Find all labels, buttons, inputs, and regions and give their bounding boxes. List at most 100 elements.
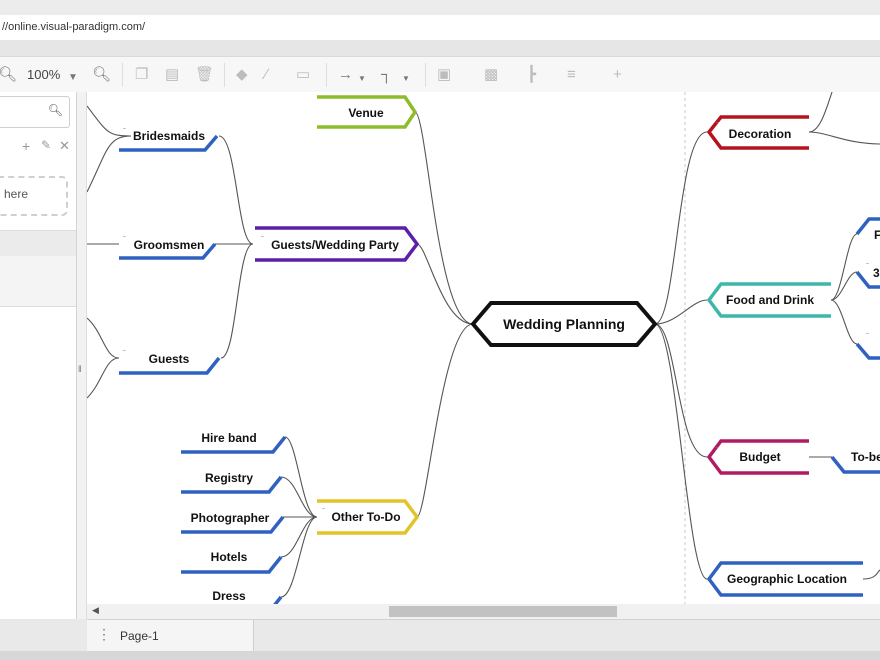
sidebar-splitter[interactable]: ‖ — [77, 92, 87, 619]
delete-icon[interactable]: 🗑︎ — [195, 66, 215, 83]
line-color-icon[interactable]: ∕ — [265, 66, 268, 83]
toolbar-separator — [326, 63, 327, 87]
scroll-left-icon[interactable]: ◀ — [92, 605, 99, 615]
add-icon[interactable]: + — [613, 66, 622, 83]
fill-color-icon[interactable]: ◆ — [236, 66, 248, 83]
node-hire-band[interactable]: Hire band — [181, 431, 287, 454]
node-label: Decoration — [729, 127, 792, 141]
node-registry[interactable]: Registry — [181, 471, 283, 494]
node-food-child-2[interactable]: 3 ˉ — [855, 261, 880, 289]
node-geographic-location[interactable]: Geographic Location — [706, 561, 863, 597]
collapse-icon[interactable]: ˉ — [123, 234, 126, 244]
node-food-child-1[interactable]: F — [855, 217, 880, 242]
drop-zone-text: here — [4, 187, 29, 201]
node-label: Budget — [739, 450, 780, 464]
toolbar-separator — [224, 63, 225, 87]
horizontal-scrollbar[interactable]: ◀ — [87, 604, 880, 619]
browser-address-area: //online.visual-paradigm.com/ — [0, 0, 880, 41]
collapse-icon[interactable]: ˉ — [716, 445, 719, 455]
edit-icon[interactable]: ✎ — [41, 138, 52, 152]
scrollbar-thumb[interactable] — [389, 606, 617, 617]
center-node-label: Wedding Planning — [503, 316, 625, 332]
arrange-icon[interactable]: ▣ — [437, 66, 452, 83]
node-label: Guests/Wedding Party — [271, 238, 399, 252]
add-icon[interactable]: + — [22, 138, 31, 154]
node-food-drink[interactable]: Food and Drink ˉ — [706, 282, 831, 318]
node-label: Dress — [212, 589, 246, 603]
connector-style-icon[interactable]: → — [338, 66, 353, 83]
zoom-level[interactable]: 100% — [27, 67, 61, 82]
node-other-todo[interactable]: Other To-Do ˉ — [317, 499, 420, 535]
node-label: Venue — [348, 106, 384, 120]
collapse-icon[interactable]: ˉ — [866, 261, 869, 271]
copy-icon[interactable]: ❐ — [135, 66, 149, 83]
align-icon[interactable]: ┣ — [527, 66, 537, 83]
zoom-dropdown-icon[interactable]: ▼ — [68, 72, 78, 83]
node-label: Geographic Location — [727, 572, 847, 586]
mind-map: Wedding Planning Venue Guests/Wedding Pa… — [87, 92, 880, 604]
collapse-icon[interactable]: ˉ — [716, 288, 719, 298]
menu-bar-area — [0, 40, 880, 56]
favorites-header: + ✎ ✕ — [0, 138, 76, 156]
close-icon[interactable]: ✕ — [59, 138, 70, 153]
page-tab[interactable]: ⋮ Page-1 — [87, 620, 254, 651]
node-label: F — [874, 228, 880, 242]
node-decoration[interactable]: Decoration ˉ — [706, 115, 809, 150]
zoom-in-icon[interactable]: 🔍︎ — [92, 66, 112, 83]
collapse-icon[interactable]: ˉ — [866, 331, 869, 341]
zoom-out-icon[interactable]: 🔍︎ — [0, 66, 18, 83]
address-url[interactable]: //online.visual-paradigm.com/ — [2, 21, 146, 33]
sidebar-section — [0, 256, 76, 307]
node-guests[interactable]: Guests ˉ — [119, 348, 221, 375]
search-input[interactable]: 🔍︎ — [0, 96, 70, 128]
node-label: 3 — [873, 266, 880, 280]
node-label: Hire band — [201, 431, 256, 445]
node-label: Registry — [205, 471, 253, 485]
node-label: Bridesmaids — [133, 129, 205, 143]
collapse-icon[interactable]: ˉ — [716, 120, 719, 130]
node-food-child-3[interactable]: ˉ — [855, 331, 880, 360]
node-label: Photographer — [191, 511, 270, 525]
distribute-icon[interactable]: ≡ — [567, 66, 576, 83]
page-menu-icon[interactable]: ⋮ — [97, 626, 111, 642]
node-guests-wedding-party[interactable]: Guests/Wedding Party ˉ — [255, 226, 420, 262]
paste-icon[interactable]: ▤ — [165, 66, 180, 83]
node-hotels[interactable]: Hotels — [181, 550, 283, 574]
node-photographer[interactable]: Photographer — [181, 511, 285, 534]
node-budget[interactable]: Budget ˉ — [706, 439, 809, 475]
collapse-icon[interactable]: ˉ — [322, 506, 325, 516]
center-node[interactable]: Wedding Planning — [470, 301, 658, 347]
sidebar-section-header[interactable] — [0, 230, 76, 258]
collapse-icon[interactable]: ˉ — [261, 234, 264, 244]
shadow-icon[interactable]: ▭ — [296, 66, 311, 83]
collapse-icon[interactable]: ˉ — [123, 348, 126, 358]
chevron-down-icon[interactable]: ▼ — [402, 74, 410, 83]
node-label: Hotels — [211, 550, 248, 564]
toolbar-separator — [122, 63, 123, 87]
node-groomsmen[interactable]: Groomsmen ˉ — [119, 234, 217, 260]
node-label: Groomsmen — [134, 238, 205, 252]
chevron-down-icon[interactable]: ▼ — [358, 74, 366, 83]
address-bar[interactable]: //online.visual-paradigm.com/ — [0, 15, 880, 41]
page-tab-label: Page-1 — [120, 629, 159, 643]
drop-zone[interactable]: here — [0, 176, 68, 216]
search-icon[interactable]: 🔍︎ — [47, 103, 63, 117]
toolbar: 🔍︎ 100% ▼ 🔍︎ ❐ ▤ 🗑︎ ◆ ∕ ▭ → ▼ ┐ ▼ ▣ ▩ ┣ … — [0, 56, 880, 94]
shape-sidebar: 🔍︎ + ✎ ✕ here — [0, 92, 77, 619]
node-label: Guests — [149, 352, 190, 366]
waypoint-style-icon[interactable]: ┐ — [381, 66, 392, 83]
node-budget-child[interactable]: To-be — [830, 450, 880, 474]
node-dress[interactable]: Dress — [181, 589, 283, 604]
diagram-canvas[interactable]: Wedding Planning Venue Guests/Wedding Pa… — [87, 92, 880, 604]
node-label: Other To-Do — [331, 510, 400, 524]
node-label: To-be — [851, 450, 880, 464]
node-label: Food and Drink — [726, 293, 814, 307]
connectors — [87, 92, 880, 598]
toolbar-separator — [425, 63, 426, 87]
collapse-icon[interactable]: ˉ — [123, 126, 126, 136]
window-bottom-edge — [0, 651, 880, 660]
group-icon[interactable]: ▩ — [484, 66, 499, 83]
page-tab-bar: ⋮ Page-1 — [87, 619, 880, 652]
node-bridesmaids[interactable]: Bridesmaids ˉ — [119, 126, 219, 152]
node-venue[interactable]: Venue — [317, 95, 418, 129]
